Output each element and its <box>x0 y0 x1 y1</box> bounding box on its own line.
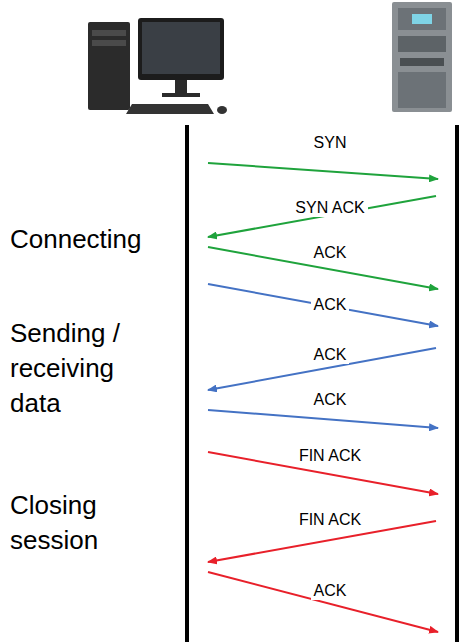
message-label: ACK <box>311 296 350 314</box>
message-label: ACK <box>311 582 350 600</box>
server <box>392 2 452 112</box>
pc-stand <box>162 93 200 97</box>
message-arrow <box>208 196 436 237</box>
server-lifeline <box>455 125 459 642</box>
message-label: FIN ACK <box>296 447 364 465</box>
message-label: SYN <box>311 134 350 152</box>
server-rack <box>392 2 452 112</box>
message-label: ACK <box>311 346 350 364</box>
server-unit <box>398 36 446 52</box>
server-screen <box>412 14 432 24</box>
message-label: FIN ACK <box>296 511 364 529</box>
message-arrow <box>208 284 438 326</box>
server-unit <box>398 72 446 108</box>
message-arrow <box>208 163 438 179</box>
message-label: ACK <box>311 391 350 409</box>
pc-tower <box>88 22 130 110</box>
phase-label: Sending / receiving data <box>10 316 160 421</box>
pc-drive <box>92 40 126 46</box>
message-arrow <box>208 572 438 632</box>
client-lifeline <box>185 125 189 642</box>
server-keyboard <box>400 58 444 66</box>
phase-label: Connecting <box>10 222 160 257</box>
pc-monitor <box>138 18 224 80</box>
server-unit <box>398 8 446 30</box>
pc-mouse <box>217 106 227 114</box>
pc-drive <box>92 30 126 36</box>
client-computer <box>88 18 227 114</box>
message-label: ACK <box>311 244 350 262</box>
pc-stand <box>175 80 187 94</box>
phase-label: Closing session <box>10 488 160 558</box>
message-label: SYN ACK <box>292 199 367 217</box>
message-arrow <box>208 410 438 428</box>
pc-keyboard <box>126 104 214 114</box>
pc-screen <box>142 22 220 74</box>
